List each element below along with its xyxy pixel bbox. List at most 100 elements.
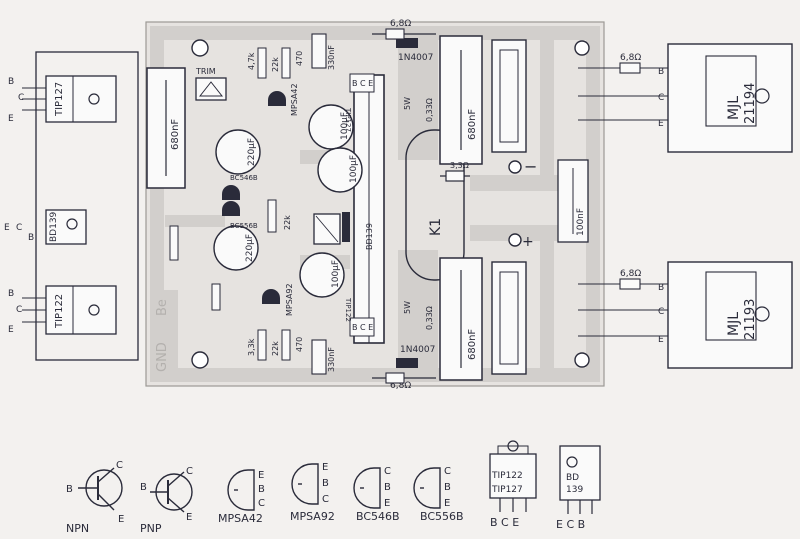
svg-text:1N4007: 1N4007 — [400, 345, 435, 355]
legend-mpsa92: E B C MPSA92 — [290, 462, 335, 523]
svg-text:680nF: 680nF — [170, 119, 181, 150]
be-label: Be — [155, 299, 170, 316]
svg-text:1N4007: 1N4007 — [398, 53, 433, 63]
svg-text:B: B — [658, 67, 664, 77]
cap-100uf-a: 100µF — [308, 104, 354, 150]
svg-text:E: E — [658, 335, 664, 345]
cap-330nf: 330nF 330nF — [311, 33, 336, 375]
svg-text:B: B — [658, 283, 664, 293]
svg-text:21193: 21193 — [743, 299, 758, 340]
terminal-plus — [508, 233, 522, 247]
svg-text:MPSA92: MPSA92 — [285, 283, 294, 316]
plus-label: + — [522, 234, 534, 250]
svg-text:C: C — [186, 466, 193, 477]
svg-text:MPSA42: MPSA42 — [218, 512, 263, 525]
svg-text:BD139: BD139 — [365, 223, 374, 250]
legend-mpsa42: E B C MPSA42 — [218, 469, 265, 525]
r-feedback-bottom-label: 6,8Ω — [390, 381, 411, 391]
gnd-label: GND — [155, 342, 170, 372]
svg-text:C: C — [322, 494, 329, 505]
power-transistor-top: MJL 21194 6,8Ω B C E — [578, 43, 793, 153]
part-bd139: BD139 E C B — [4, 209, 87, 245]
svg-text:3,3Ω: 3,3Ω — [450, 161, 469, 170]
diode-top: 1N4007 — [396, 38, 433, 63]
svg-text:330nF: 330nF — [327, 45, 336, 70]
svg-text:BC546B: BC546B — [356, 510, 400, 523]
part-tip122: TIP122 B C E — [8, 285, 117, 335]
svg-text:220µF: 220µF — [245, 234, 255, 262]
svg-text:C: C — [658, 93, 664, 103]
svg-text:B C E: B C E — [490, 516, 519, 529]
legend-npn: B C E NPN — [66, 460, 124, 535]
svg-text:470: 470 — [295, 51, 304, 66]
capacitor-100nf: 100nF — [557, 159, 589, 243]
svg-text:BC556B: BC556B — [420, 510, 464, 523]
svg-text:TIP127: TIP127 — [54, 82, 65, 117]
svg-text:TIP122: TIP122 — [54, 294, 65, 329]
svg-text:TIP122: TIP122 — [344, 297, 352, 322]
svg-text:PNP: PNP — [140, 522, 162, 535]
svg-text:E: E — [384, 498, 390, 509]
svg-text:MJL: MJL — [726, 96, 742, 120]
svg-text:B: B — [444, 482, 451, 493]
svg-text:C: C — [384, 466, 391, 477]
r-feedback-top-label: 6,8Ω — [390, 19, 411, 29]
svg-text:E: E — [322, 462, 328, 473]
mpsa-transistors: MPSA42 MPSA92 — [262, 83, 299, 316]
svg-text:MPSA42: MPSA42 — [290, 83, 299, 116]
svg-text:4,7k: 4,7k — [247, 52, 256, 70]
part-tip127: TIP127 B C E — [8, 75, 117, 124]
svg-text:E: E — [8, 325, 14, 335]
trim-pot: TRIM — [195, 67, 227, 101]
legend-tip-package: TIP122 TIP127 B C E — [489, 440, 537, 529]
svg-text:B: B — [66, 484, 73, 495]
left-parts-frame — [35, 51, 139, 361]
svg-text:E: E — [186, 512, 192, 523]
svg-text:B: B — [258, 484, 265, 495]
svg-text:C: C — [16, 305, 22, 315]
legend-bd139-package: BD 139 E C B — [556, 445, 601, 531]
svg-text:C: C — [258, 498, 265, 509]
svg-text:E: E — [118, 514, 124, 525]
svg-text:NPN: NPN — [66, 522, 89, 535]
svg-text:22k: 22k — [271, 341, 280, 356]
svg-text:B: B — [28, 233, 34, 243]
resistor-block-top — [491, 39, 527, 153]
svg-text:E: E — [444, 498, 450, 509]
svg-text:TIP122: TIP122 — [491, 471, 523, 481]
bc-transistors: BC546B BC556B — [222, 174, 258, 230]
capacitor-680nf-right-bottom: 680nF — [439, 257, 483, 381]
svg-text:K1: K1 — [428, 218, 444, 236]
r5w-top-label: 5W — [403, 97, 412, 110]
svg-text:100µF: 100µF — [349, 155, 359, 183]
legend-bc556b: C B E BC556B — [413, 466, 464, 523]
svg-text:E: E — [4, 223, 10, 233]
minus-label: − — [524, 157, 537, 176]
svg-text:B: B — [140, 482, 147, 493]
svg-text:BC556B: BC556B — [230, 222, 258, 230]
svg-text:E: E — [8, 114, 14, 124]
diode-bottom: 1N4007 — [396, 345, 435, 368]
svg-text:100µF: 100µF — [331, 260, 341, 288]
svg-text:TRIM: TRIM — [195, 67, 216, 76]
svg-text:MPSA92: MPSA92 — [290, 510, 335, 523]
svg-text:100nF: 100nF — [576, 208, 586, 236]
svg-text:B: B — [322, 478, 329, 489]
r033-bottom-label: 0,33Ω — [425, 306, 434, 330]
svg-text:B C E: B C E — [352, 323, 373, 332]
legend-bc546b: C B E BC546B — [353, 466, 400, 523]
svg-text:C: C — [444, 466, 451, 477]
svg-text:TIP127: TIP127 — [491, 485, 523, 495]
svg-text:E C B: E C B — [556, 518, 585, 531]
svg-text:330nF: 330nF — [327, 347, 336, 372]
svg-text:470: 470 — [295, 337, 304, 352]
svg-text:B: B — [8, 77, 14, 87]
svg-text:C: C — [116, 460, 123, 471]
svg-text:21194: 21194 — [743, 83, 758, 124]
svg-text:22k: 22k — [271, 57, 280, 72]
svg-text:6,8Ω: 6,8Ω — [620, 269, 641, 279]
cap-100uf-b: 100µF — [317, 147, 363, 193]
svg-text:C: C — [16, 223, 22, 233]
cap-220uf-bottom: 220µF — [213, 225, 259, 271]
